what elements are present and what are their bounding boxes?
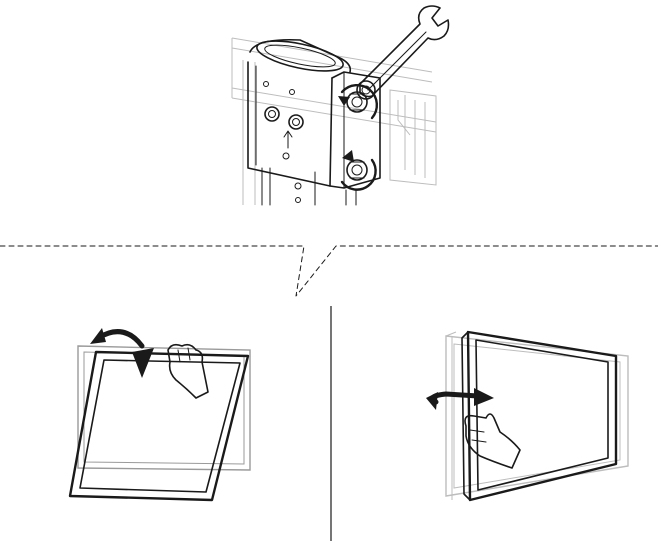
bracket-detail-illustration (231, 5, 450, 206)
wall-rail (231, 37, 437, 205)
wrench-icon (356, 5, 450, 100)
tv-tilted (68, 350, 250, 502)
mounting-bracket (247, 38, 381, 189)
swivel-adjustment-panel (426, 330, 629, 502)
hand-icon (464, 413, 521, 469)
swivel-arrow-icon (426, 388, 494, 410)
lower-nut (346, 159, 368, 181)
tv-swiveled (461, 330, 618, 502)
hand-icon (167, 343, 209, 399)
vertical-post (261, 167, 357, 206)
rotate-counterclockwise-arrow-icon (340, 150, 377, 191)
up-arrow-icon (283, 130, 293, 149)
tilt-adjustment-panel (68, 328, 251, 502)
detail-callout (0, 245, 658, 297)
tilt-forward-arrow-icon (90, 328, 154, 378)
tv-original-position-ghost (445, 331, 629, 500)
